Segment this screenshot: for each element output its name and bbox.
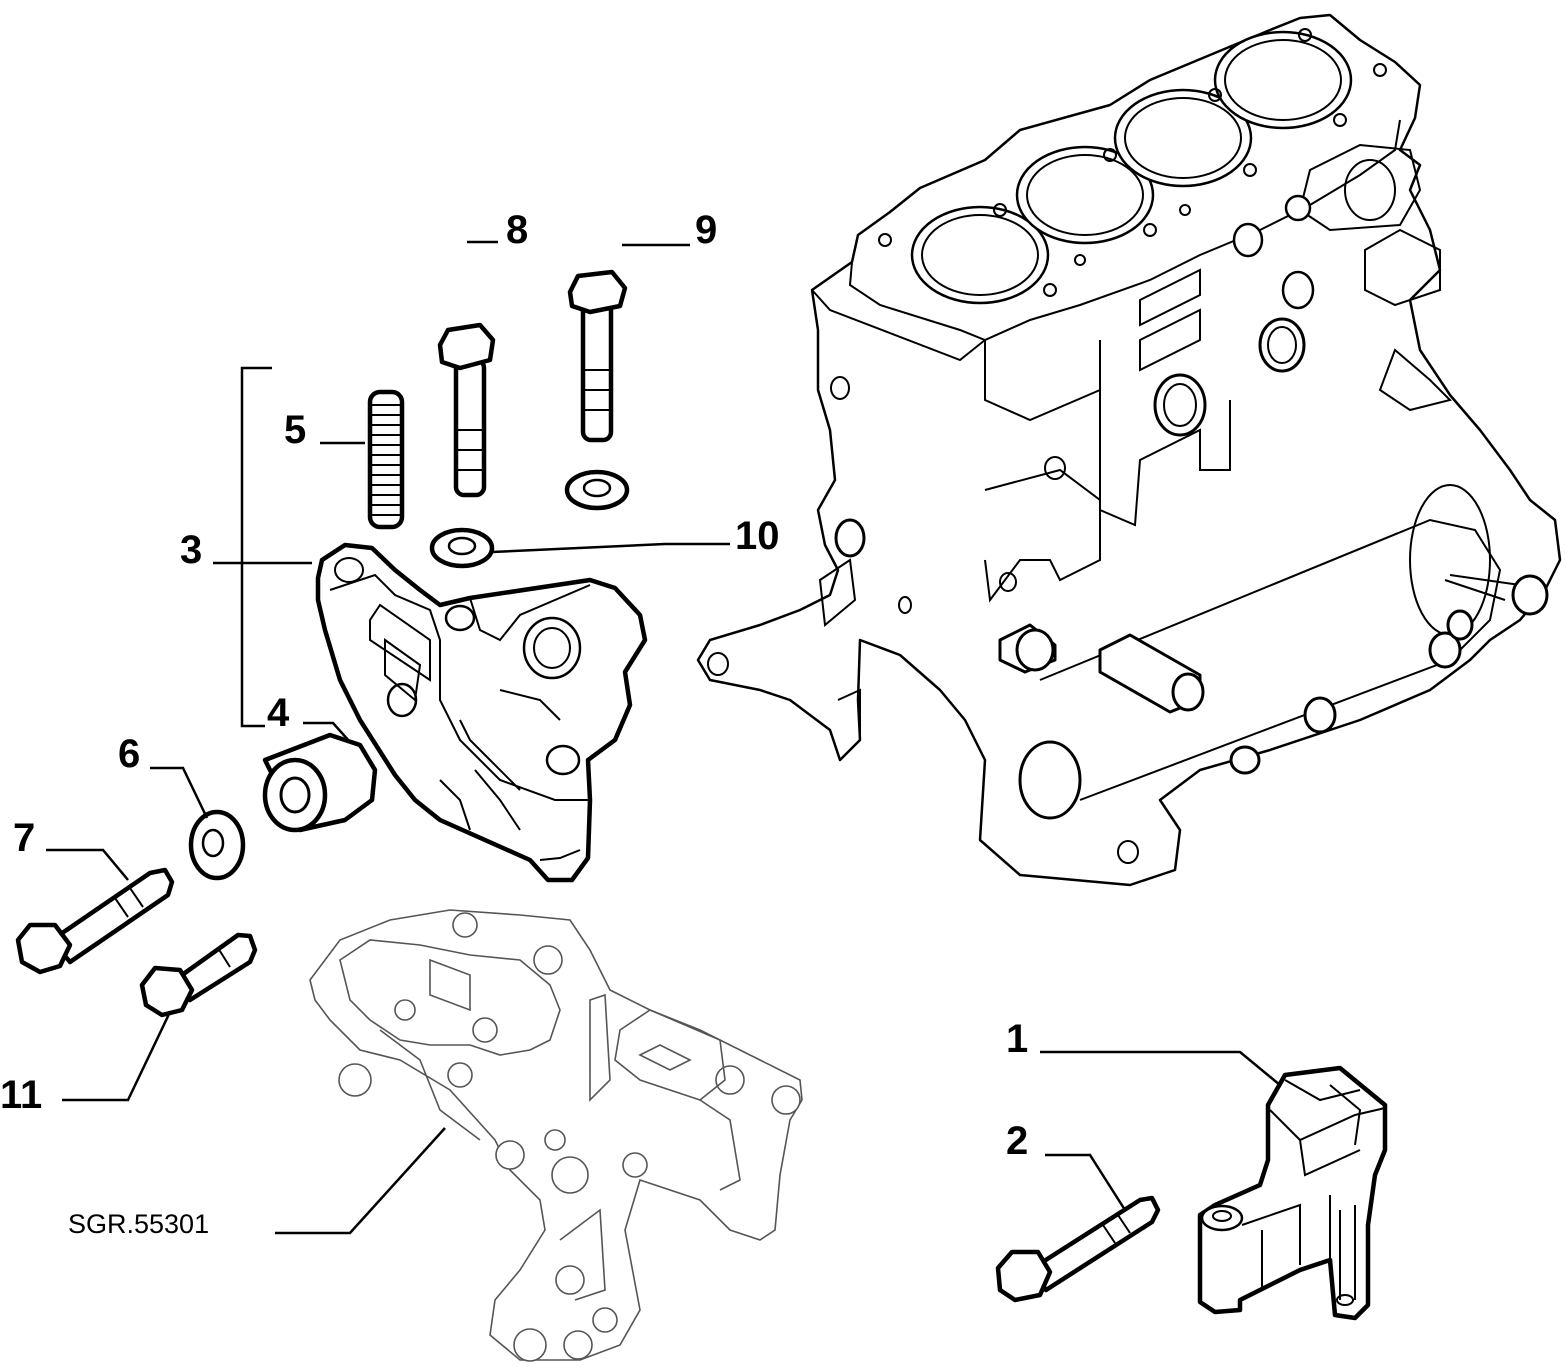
callout-3: 3 [180, 528, 202, 572]
cylinder-bore-1 [910, 205, 1050, 305]
cylinder-bore-4 [1213, 30, 1353, 130]
callout-5: 5 [284, 408, 306, 452]
washer-6 [188, 809, 246, 881]
reference-bracket-outline [309, 909, 803, 1362]
stud [367, 389, 405, 530]
sensor-bracket [1197, 1065, 1388, 1321]
engine-block [696, 13, 1562, 887]
bolt-7 [15, 867, 175, 975]
callout-9: 9 [695, 208, 717, 252]
bolt-11 [139, 932, 258, 1018]
block-bosses [998, 574, 1549, 775]
callout-4: 4 [267, 691, 290, 735]
bushing [262, 732, 378, 833]
callout-8: 8 [506, 208, 528, 252]
callout-6: 6 [118, 732, 140, 776]
cylinder-bore-2 [1015, 145, 1155, 245]
sensor-bolt [995, 1195, 1161, 1303]
cylinder-bore-3 [1113, 88, 1253, 188]
callout-11: 11 [0, 1073, 42, 1117]
callout-10: 10 [735, 514, 780, 558]
leader-lines [46, 240, 1281, 1235]
callout-1: 1 [1006, 1017, 1028, 1061]
bolt-8 [437, 322, 496, 498]
bolt-9 [567, 269, 628, 443]
callout-labels: 1 2 3 4 5 6 7 8 9 10 11 SGR.55301 [0, 208, 1028, 1239]
support-bracket [315, 542, 648, 883]
callout-7: 7 [13, 816, 35, 860]
callout-2: 2 [1006, 1119, 1028, 1163]
washer-10 [429, 469, 630, 569]
reference-code: SGR.55301 [68, 1209, 209, 1239]
